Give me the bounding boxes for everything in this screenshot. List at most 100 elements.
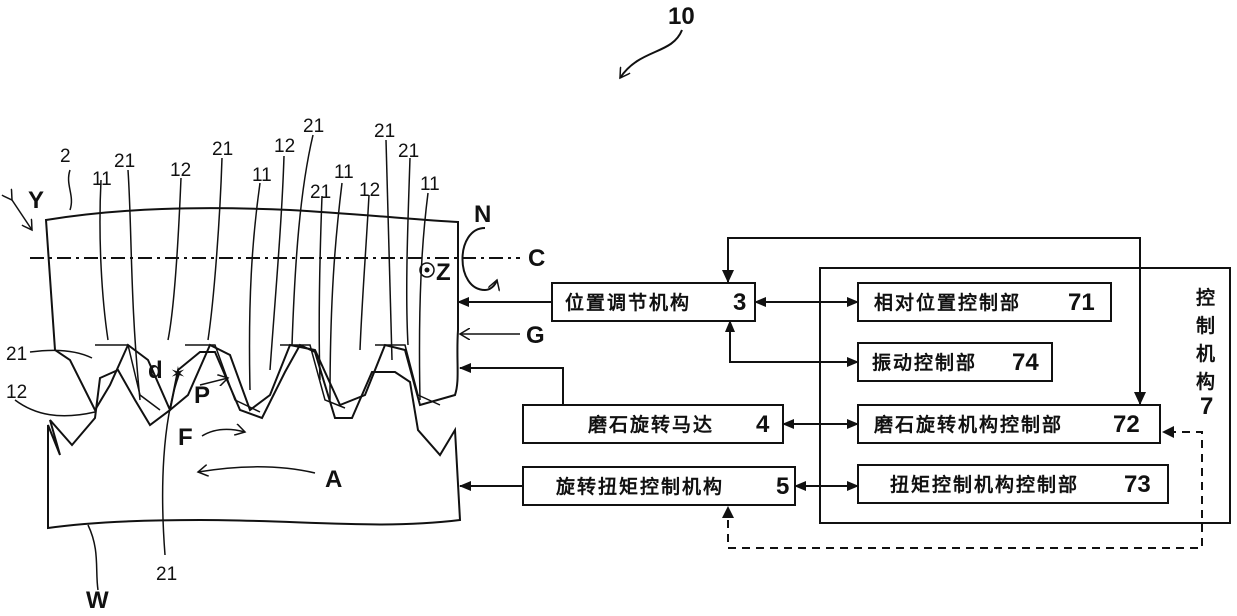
block-vibration-control[interactable]: 振动控制部 74 [857, 342, 1053, 382]
svg-text:机: 机 [1196, 343, 1217, 365]
svg-text:控: 控 [1196, 286, 1217, 309]
label-f: F [178, 424, 193, 451]
control-unit-label: 控 制 机 构 7 [1196, 286, 1217, 420]
direction-y-label: Y [28, 187, 44, 214]
arrowhead-into-72 [1134, 392, 1146, 405]
leader-21 [207, 157, 223, 341]
figure-reference: 10 [619, 3, 695, 78]
svg-text:74: 74 [1012, 349, 1039, 376]
block-grindstone-motor[interactable]: 磨石旋转马达 4 [522, 404, 784, 444]
svg-text:71: 71 [1068, 289, 1095, 316]
leader-11 [248, 182, 261, 391]
svg-text:位置调节机构: 位置调节机构 [565, 291, 691, 314]
block-torque-mechanism[interactable]: 旋转扭矩控制机构 5 [522, 466, 796, 506]
label-f-arrow [201, 429, 245, 437]
arrowhead-into-3 [722, 270, 734, 283]
leader-left-12 [14, 399, 96, 417]
leader-11 [329, 182, 343, 401]
ref-21: 21 [310, 182, 331, 203]
figure-number: 10 [668, 3, 695, 30]
control-unit-box [819, 267, 1231, 524]
leader-w [87, 524, 99, 591]
axis-z-symbol [419, 262, 435, 278]
leader-21 [291, 134, 314, 346]
arrow-4-to-grindstone [459, 363, 564, 405]
axis-z-label: Z [436, 259, 451, 286]
axis-z-dot [424, 267, 430, 273]
leader-21 [385, 139, 393, 361]
svg-text:旋转扭矩控制机构: 旋转扭矩控制机构 [555, 475, 724, 498]
dashed-arrowhead-5 [722, 506, 734, 518]
rotation-n-arrow [461, 227, 498, 290]
ref-21: 21 [303, 116, 324, 137]
svg-text:振动控制部: 振动控制部 [872, 351, 977, 374]
label-a-arrow [198, 467, 316, 473]
leader-12 [167, 177, 182, 341]
axis-c-label: C [528, 245, 545, 272]
ref-11: 11 [92, 169, 112, 190]
svg-text:构: 构 [1196, 370, 1217, 393]
ref-bottom-21: 21 [156, 564, 177, 585]
ref-left-21: 21 [6, 344, 27, 365]
dashed-feedback-loop [727, 431, 1203, 549]
svg-text:4: 4 [756, 411, 770, 438]
dashed-arrowhead-72 [1162, 426, 1174, 438]
leader-21 [127, 169, 141, 401]
svg-text:73: 73 [1124, 471, 1151, 498]
grindstone-tooth [280, 344, 346, 409]
label-p-arrow [199, 378, 228, 385]
label-grindstone: 2 [60, 146, 71, 167]
ref-left-12: 12 [6, 382, 27, 403]
leader-11 [99, 179, 109, 341]
direction-g-label: G [526, 322, 545, 349]
leader-2 [67, 169, 73, 211]
ref-12: 12 [359, 180, 380, 201]
rotation-n-label: N [474, 201, 491, 228]
block-relative-position-control[interactable]: 相对位置控制部 71 [857, 282, 1112, 322]
ref-11: 11 [252, 165, 272, 186]
workpiece [47, 343, 462, 530]
leader-12 [359, 194, 370, 351]
ref-11: 11 [334, 162, 354, 183]
grindstone-tooth [375, 344, 441, 406]
label-d: d [148, 357, 163, 384]
leader-bottom-21 [161, 371, 181, 556]
svg-text:相对位置控制部: 相对位置控制部 [874, 291, 1021, 314]
block-grindstone-rotation-control[interactable]: 磨石旋转机构控制部 72 [857, 404, 1161, 444]
leader-12 [269, 155, 285, 371]
ref-21: 21 [114, 151, 135, 172]
arrow-74-to-3 [725, 320, 858, 363]
feedback-loop-72-to-3 [727, 237, 1141, 405]
grindstone-tooth [185, 344, 261, 413]
label-a: A [325, 466, 342, 493]
ref-21: 21 [374, 121, 395, 142]
svg-text:7: 7 [1200, 393, 1213, 420]
grindstone-body [44, 207, 459, 413]
svg-text:72: 72 [1113, 411, 1140, 438]
ref-12: 12 [274, 136, 295, 157]
ref-21: 21 [212, 139, 233, 160]
svg-text:磨石旋转马达: 磨石旋转马达 [587, 413, 714, 436]
workpiece-body [47, 343, 462, 530]
leader-lines [14, 134, 429, 591]
leader-21 [405, 157, 411, 346]
svg-text:制: 制 [1196, 314, 1217, 337]
svg-text:5: 5 [776, 473, 789, 500]
grindstone-tooth [95, 344, 161, 411]
svg-text:磨石旋转机构控制部: 磨石旋转机构控制部 [873, 413, 1063, 436]
ref-12: 12 [170, 160, 191, 181]
direction-y-arrow [12, 200, 32, 230]
label-workpiece: W [86, 587, 109, 614]
block-torque-control[interactable]: 扭矩控制机构控制部 73 [857, 464, 1169, 504]
figure-leader-arrow [619, 29, 683, 78]
leader-11 [418, 192, 429, 401]
block-position-adjust[interactable]: 位置调节机构 3 [551, 282, 756, 322]
leader-left-21 [29, 349, 93, 359]
ref-21: 21 [398, 141, 419, 162]
label-d-marker: ✶ [170, 364, 186, 385]
svg-text:3: 3 [733, 289, 746, 316]
leader-21 [318, 195, 323, 381]
ref-11: 11 [420, 174, 440, 195]
svg-text:扭矩控制机构控制部: 扭矩控制机构控制部 [890, 473, 1079, 496]
